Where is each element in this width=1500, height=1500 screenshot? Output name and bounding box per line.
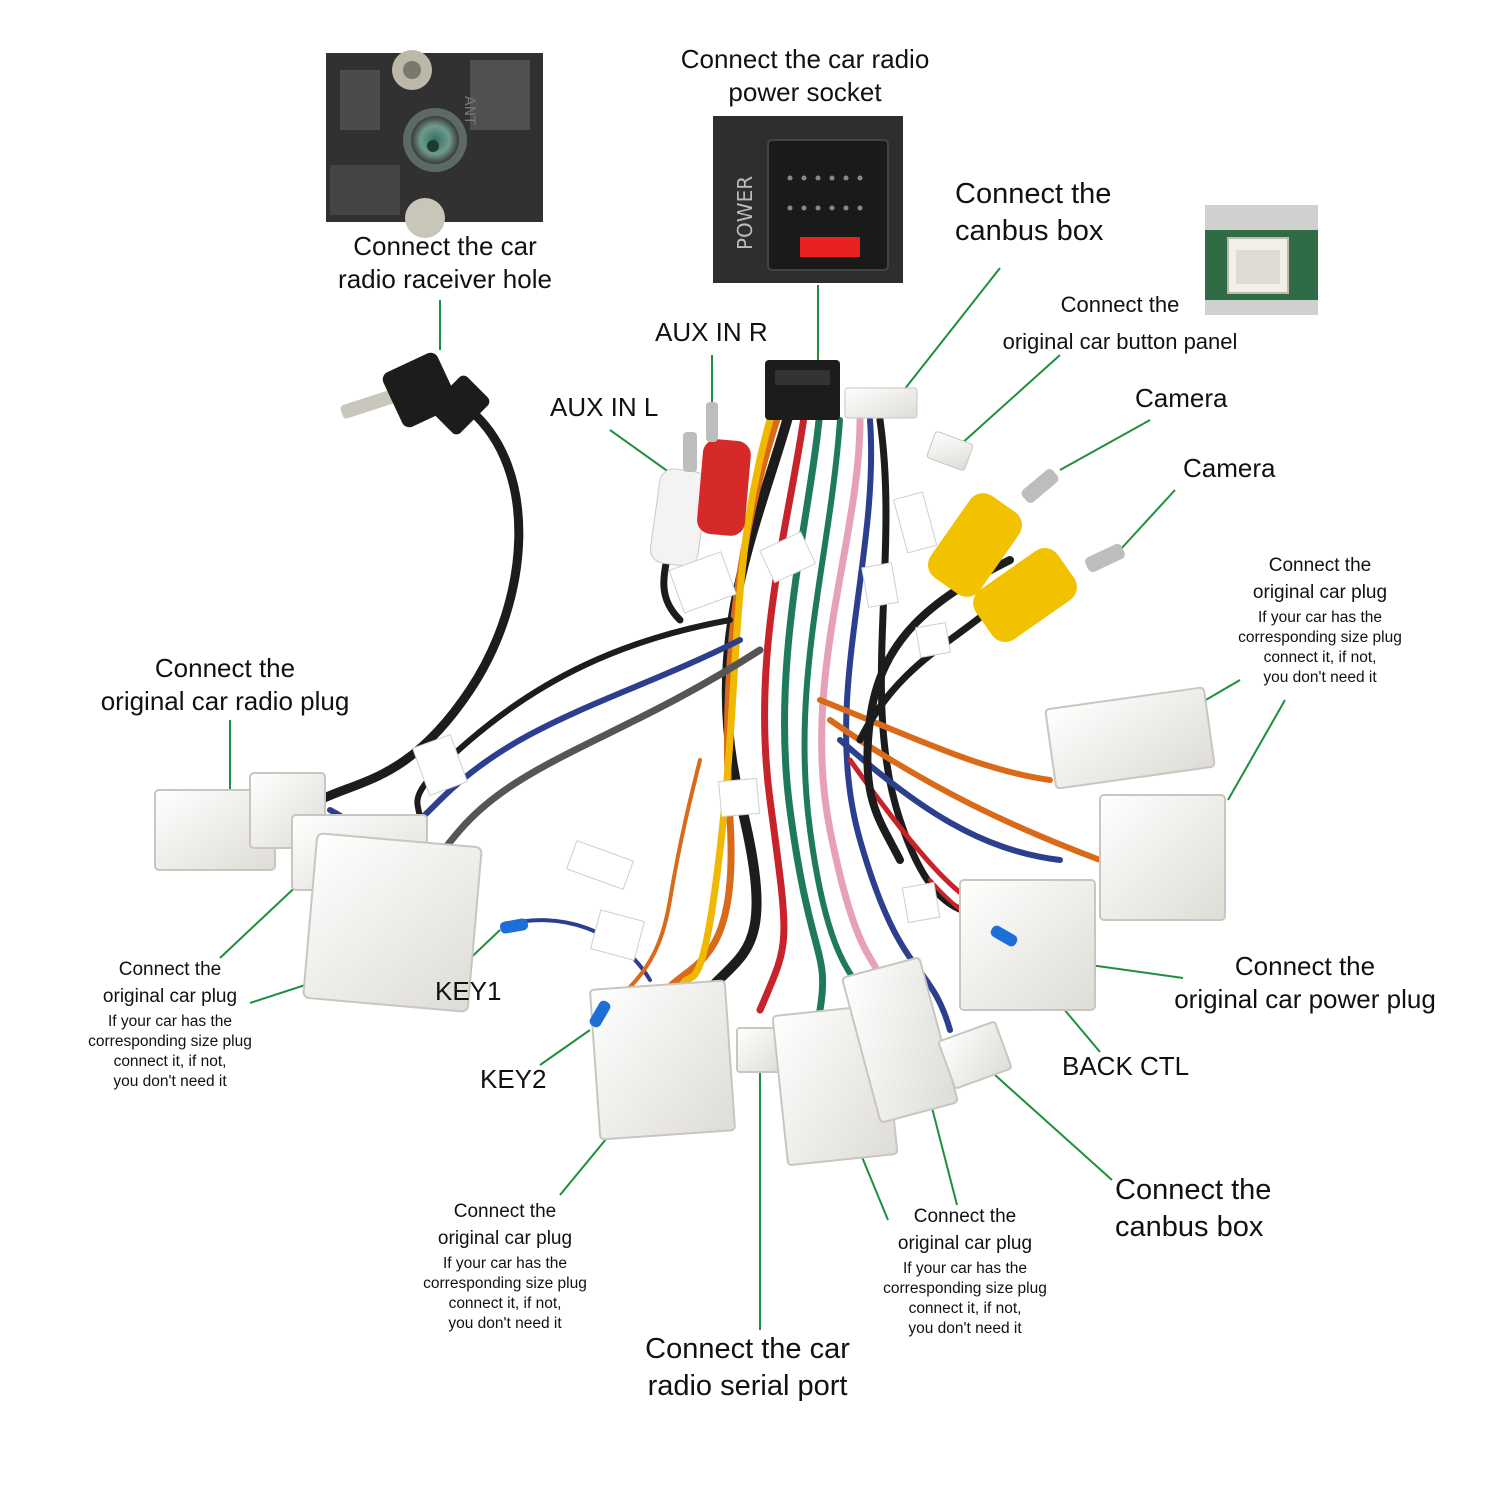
button-panel-label-line1: Connect the (1060, 292, 1180, 317)
serial-port-label: Connect the car radio serial port (625, 1331, 870, 1405)
canbus-bottom-label-line1: Connect the (1115, 1174, 1272, 1206)
orig-plug-bottom-right-label: Connect the original car plug If your ca… (860, 1203, 1070, 1339)
receiver-hole-photo: ANT (326, 50, 543, 238)
note-line2: corresponding size plug (883, 1280, 1047, 1297)
note-line2: corresponding size plug (88, 1033, 252, 1050)
canbus-top-label: Connect the canbus box (955, 176, 1111, 250)
note-line1: If your car has the (107, 1013, 233, 1030)
button-panel-connector (926, 431, 974, 471)
right-original-plug (1099, 794, 1226, 921)
white-plugs (154, 686, 1226, 1166)
orig-plug-bottom-left-label: Connect the original car plug If your ca… (400, 1198, 610, 1334)
camera-2-label: Camera (1183, 453, 1276, 483)
right-small-plug (1044, 686, 1216, 790)
orig-plug-left-line2: original car plug (102, 986, 238, 1007)
aux-r-label: AUX IN R (655, 317, 768, 347)
canbus-top-connector (844, 387, 918, 419)
canbus-bottom-label: Connect the canbus box (1115, 1172, 1271, 1246)
orig-plug-bottom-left-line2: original car plug (437, 1228, 573, 1249)
button-panel-label-line2: original car button panel (1002, 329, 1238, 354)
note-line4: you don't need it (908, 1320, 1022, 1337)
button-panel-photo (1205, 205, 1318, 315)
orig-plug-left-note: If your car has the corresponding size p… (65, 1012, 275, 1092)
back-ctl-label: BACK CTL (1062, 1051, 1190, 1081)
serial-port-label-line1: Connect the car (645, 1333, 850, 1365)
orig-plug-right-line1: Connect the (1268, 555, 1372, 576)
power-socket-label-line1: Connect the car radio (680, 44, 930, 74)
canbus-bottom-label-line2: canbus box (1115, 1211, 1264, 1243)
note-line1: If your car has the (442, 1255, 568, 1272)
canbus-top-label-line2: canbus box (955, 215, 1104, 247)
orig-plug-left-line1: Connect the (118, 959, 222, 980)
radio-plug-label-line2: original car radio plug (100, 686, 350, 716)
orig-plug-bottom-right-line1: Connect the (913, 1206, 1017, 1227)
antenna-connector (340, 352, 490, 435)
orig-plug-bottom-left-line1: Connect the (453, 1201, 557, 1222)
key2-label: KEY2 (480, 1064, 547, 1094)
orig-plug-bottom-left-note: If your car has the corresponding size p… (400, 1254, 610, 1334)
note-line3: connect it, if not, (908, 1300, 1022, 1317)
radio-plug-label-line1: Connect the (154, 653, 296, 683)
aux-rca-plugs (649, 402, 751, 567)
receiver-hole-label: Connect the car radio raceiver hole (310, 230, 580, 296)
key1-label: KEY1 (435, 976, 502, 1006)
power-photo-text: POWER (733, 176, 757, 250)
power-socket-photo: POWER (713, 116, 903, 283)
svg-text:ANT: ANT (461, 96, 477, 125)
camera-rca-plugs (928, 469, 1125, 642)
note-line4: you don't need it (448, 1315, 562, 1332)
power-plug-label: Connect the original car power plug (1155, 950, 1455, 1016)
power-plug-label-line2: original car power plug (1174, 984, 1436, 1014)
power-socket-label-line2: power socket (728, 77, 882, 107)
power-plug-label-line1: Connect the (1234, 951, 1376, 981)
note-line1: If your car has the (1257, 609, 1383, 626)
orig-plug-bottom-right-note: If your car has the corresponding size p… (860, 1259, 1070, 1339)
bottom-right-plug (841, 957, 959, 1123)
power-socket-label: Connect the car radio power socket (650, 43, 960, 109)
orig-plug-right-line2: original car plug (1252, 582, 1388, 603)
receiver-hole-label-line1: Connect the car (353, 231, 537, 261)
note-line1: If your car has the (902, 1260, 1028, 1277)
note-line3: connect it, if not, (1263, 649, 1377, 666)
left-big-plug (302, 832, 483, 1013)
note-line3: connect it, if not, (113, 1053, 227, 1070)
orig-plug-right-label: Connect the original car plug If your ca… (1215, 552, 1425, 688)
note-line4: you don't need it (113, 1073, 227, 1090)
key-tips (499, 918, 1018, 1028)
aux-l-label: AUX IN L (550, 392, 659, 422)
power-plug (959, 879, 1096, 1011)
note-line4: you don't need it (1263, 669, 1377, 686)
note-line2: corresponding size plug (423, 1275, 587, 1292)
note-line3: connect it, if not, (448, 1295, 562, 1312)
orig-plug-right-note: If your car has the corresponding size p… (1215, 608, 1425, 688)
note-line2: corresponding size plug (1238, 629, 1402, 646)
receiver-hole-label-line2: radio raceiver hole (338, 264, 552, 294)
button-panel-label: Connect the original car button panel (975, 286, 1265, 360)
canbus-bottom-plug (938, 1021, 1012, 1089)
power-connector (765, 360, 840, 420)
canbus-top-label-line1: Connect the (955, 178, 1112, 210)
radio-plug-label: Connect the original car radio plug (85, 652, 365, 718)
bottom-left-plug (589, 979, 736, 1141)
camera-1-label: Camera (1135, 383, 1228, 413)
orig-plug-bottom-right-line2: original car plug (897, 1233, 1033, 1254)
serial-port-label-line2: radio serial port (647, 1370, 848, 1402)
orig-plug-left-label: Connect the original car plug If your ca… (65, 956, 275, 1092)
wire-tags (412, 491, 951, 961)
